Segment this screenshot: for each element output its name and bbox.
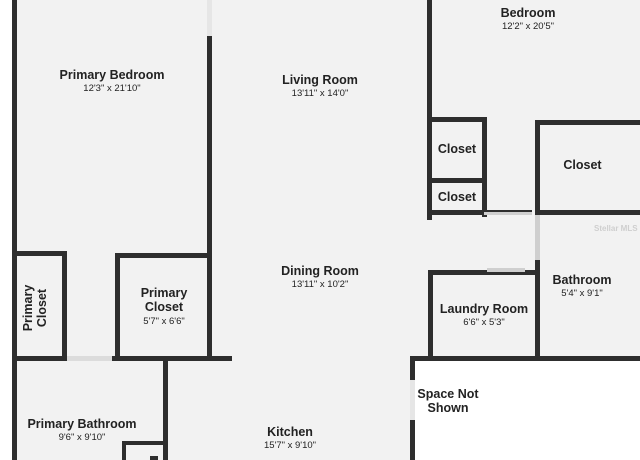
living-room-label: Living Room 13'11" x 14'0": [250, 73, 390, 100]
room-name: Primary Closet: [21, 284, 50, 332]
bedroom-label: Bedroom 12'2" x 20'5": [458, 6, 598, 33]
wall: [535, 120, 640, 125]
room-name: Primary Closet: [140, 286, 188, 315]
kitchen-floor: [167, 360, 415, 460]
room-name: Primary Bedroom: [59, 68, 165, 82]
primary-closet-floor: [64, 255, 212, 360]
room-dimensions: 6'6" x 5'3": [463, 317, 505, 329]
wall: [12, 251, 67, 256]
room-name: Primary Bathroom: [27, 417, 137, 431]
room-dimensions: 13'11" x 10'2": [291, 279, 349, 291]
wall: [150, 456, 158, 460]
wall: [535, 260, 540, 360]
wall: [122, 441, 164, 445]
wall: [482, 117, 487, 217]
room-name: Bathroom: [552, 273, 612, 287]
room-dimensions: 15'7" x 9'10": [263, 440, 317, 452]
laundry-room-label: Laundry Room 6'6" x 5'3": [432, 302, 536, 329]
room-name: Closet: [563, 158, 602, 172]
door: [487, 268, 525, 272]
closet-label: Closet: [540, 158, 625, 172]
room-dimensions: 12'3" x 21'10": [83, 83, 141, 95]
door: [410, 380, 415, 420]
watermark: Stellar MLS: [594, 224, 638, 233]
door: [535, 215, 540, 260]
wall: [432, 117, 487, 122]
room-name: Closet: [437, 190, 477, 204]
room-name: Living Room: [282, 73, 358, 87]
primary-closet-label: Primary Closet 5'7" x 6'6": [120, 286, 208, 328]
bathroom-floor: [540, 215, 640, 360]
wall: [535, 210, 640, 215]
wall: [207, 36, 212, 360]
room-name: Dining Room: [281, 264, 359, 278]
wall: [432, 210, 532, 215]
door: [67, 356, 112, 361]
wall: [122, 441, 126, 460]
room-dimensions: 13'11" x 14'0": [291, 88, 349, 100]
space-not-shown-label: Space Not Shown: [408, 387, 488, 416]
primary-bathroom-label: Primary Bathroom 9'6" x 9'10": [17, 417, 147, 444]
closet-label: Closet: [432, 142, 482, 156]
wall: [428, 270, 538, 275]
wall: [12, 0, 17, 460]
closet-label: Closet: [432, 190, 482, 204]
bathroom-label: Bathroom 5'4" x 9'1": [540, 273, 624, 300]
room-name: Bedroom: [500, 6, 556, 20]
room-dimensions: 12'2" x 20'5": [501, 21, 555, 33]
wall: [163, 360, 168, 460]
wall: [428, 270, 433, 360]
laundry-floor: [432, 270, 540, 360]
wall: [12, 356, 232, 361]
wall: [432, 178, 487, 183]
primary-closet-left-floor: [12, 255, 64, 360]
room-dimensions: 9'6" x 9'10": [58, 432, 106, 444]
door: [484, 212, 532, 215]
wall: [535, 120, 540, 215]
room-name: Kitchen: [267, 425, 313, 439]
room-name: Space Not Shown: [417, 387, 479, 416]
kitchen-label: Kitchen 15'7" x 9'10": [220, 425, 360, 452]
dining-room-label: Dining Room 13'11" x 10'2": [250, 264, 390, 291]
room-dimensions: 5'4" x 9'1": [561, 288, 603, 300]
wall: [62, 251, 67, 361]
space-not-shown-area: [415, 361, 640, 460]
primary-bedroom-label: Primary Bedroom 12'3" x 21'10": [42, 68, 182, 95]
door: [207, 0, 212, 36]
room-name: Closet: [437, 142, 477, 156]
living-dining-floor: [212, 0, 432, 360]
hall-floor: [432, 215, 540, 270]
room-dimensions: 5'7" x 6'6": [143, 315, 185, 327]
wall: [115, 253, 120, 361]
wall: [427, 0, 432, 220]
wall: [115, 253, 212, 258]
primary-bedroom-floor: [12, 0, 212, 255]
primary-closet-left-label: Primary Closet: [21, 263, 53, 353]
wall: [412, 356, 640, 361]
room-name: Laundry Room: [439, 302, 529, 316]
